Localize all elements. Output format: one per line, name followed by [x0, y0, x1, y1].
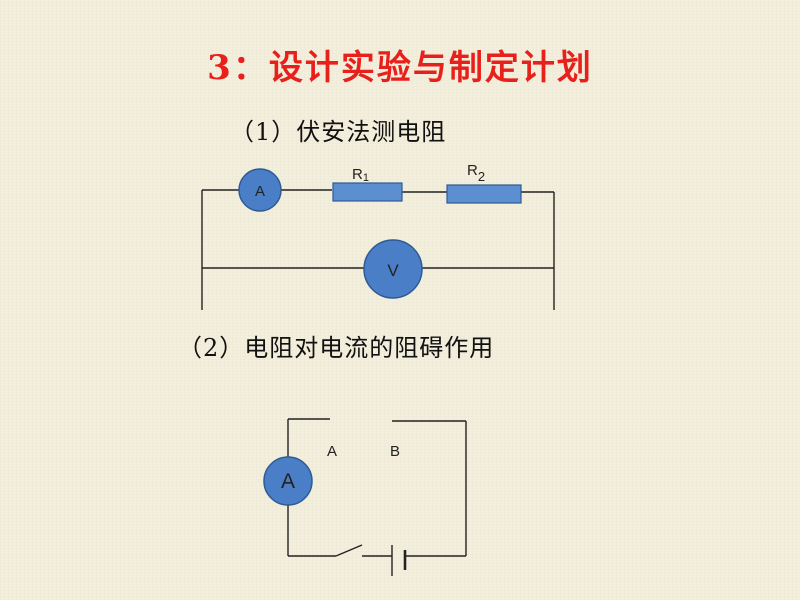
ammeter-label: A	[255, 183, 265, 200]
resistor-r1-label: R1	[352, 166, 369, 184]
voltmeter-label: V	[387, 261, 399, 280]
resistor-r1	[332, 182, 403, 202]
resistor-r1-subscript: 1	[363, 172, 369, 184]
resistor-r2-letter: R	[467, 162, 478, 179]
ammeter-icon	[238, 168, 282, 212]
ammeter-icon	[263, 456, 313, 506]
section-1-heading: （1）伏安法测电阻	[230, 118, 447, 146]
resistor-r2-label: R2	[467, 162, 485, 184]
resistor-r2	[446, 184, 522, 204]
terminal-a-label: A	[327, 443, 337, 460]
circuit-1	[201, 189, 555, 310]
section-2-heading: （2）电阻对电流的阻碍作用	[178, 334, 495, 362]
circuit-2	[287, 418, 467, 576]
terminal-b-label: B	[390, 443, 400, 460]
resistor-r2-subscript: 2	[478, 169, 485, 184]
voltmeter-icon	[363, 239, 423, 299]
slide-title: 3：设计实验与制定计划	[207, 48, 593, 88]
switch-icon	[335, 544, 363, 557]
ammeter-2-label: A	[281, 470, 295, 493]
resistor-r1-letter: R	[352, 166, 363, 183]
